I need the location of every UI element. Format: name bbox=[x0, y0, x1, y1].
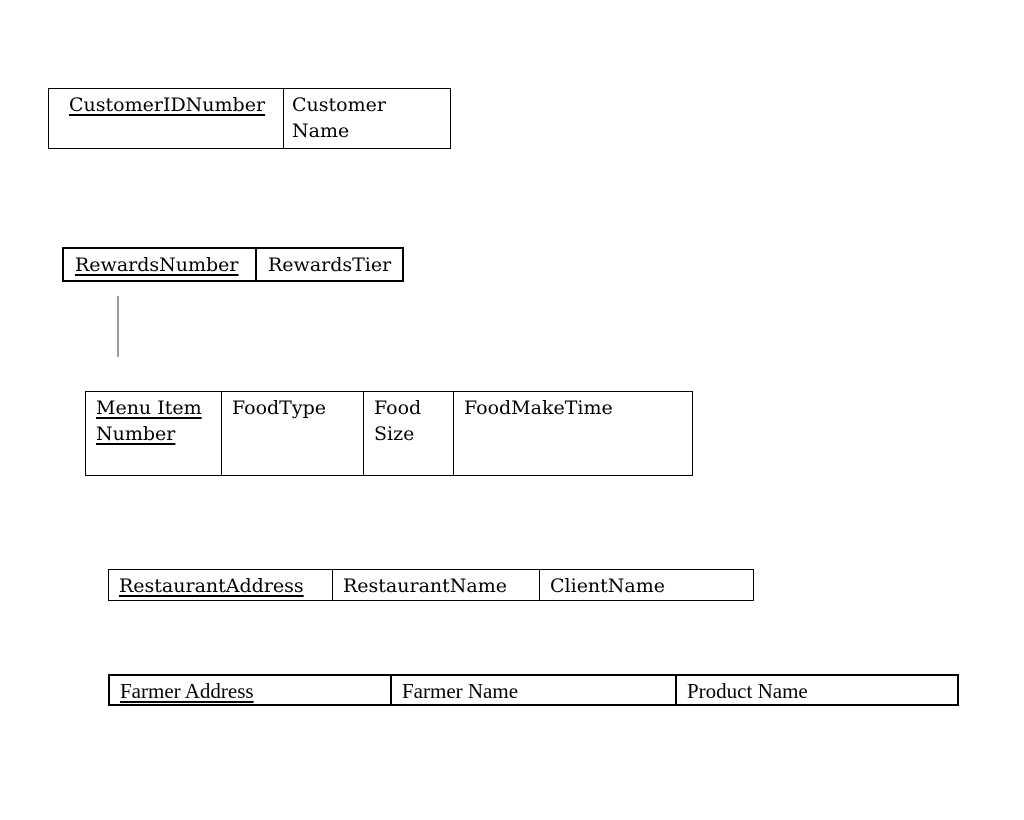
cell-farmer-name: Farmer Name bbox=[390, 674, 677, 706]
table-row: RestaurantAddress RestaurantName ClientN… bbox=[108, 569, 754, 601]
cell-restaurant-address: RestaurantAddress bbox=[108, 569, 333, 601]
cell-customer-id-number: CustomerIDNumber bbox=[48, 88, 284, 149]
farmer-table: Farmer Address Farmer Name Product Name bbox=[108, 674, 959, 706]
menu-item-table: Menu Item Number FoodType Food Size Food… bbox=[85, 391, 693, 476]
rewards-connector-line bbox=[117, 296, 119, 357]
cell-menu-item-number: Menu Item Number bbox=[85, 391, 222, 476]
table-row: Menu Item Number FoodType Food Size Food… bbox=[85, 391, 693, 476]
cell-product-name: Product Name bbox=[675, 674, 959, 706]
cell-farmer-address: Farmer Address bbox=[108, 674, 392, 706]
cell-rewards-tier: RewardsTier bbox=[255, 247, 404, 282]
cell-client-name: ClientName bbox=[539, 569, 754, 601]
cell-food-type: FoodType bbox=[221, 391, 364, 476]
cell-food-size: Food Size bbox=[363, 391, 454, 476]
cell-restaurant-name: RestaurantName bbox=[332, 569, 540, 601]
restaurant-table: RestaurantAddress RestaurantName ClientN… bbox=[108, 569, 754, 601]
table-row: Farmer Address Farmer Name Product Name bbox=[108, 674, 959, 706]
table-row: RewardsNumber RewardsTier bbox=[62, 247, 404, 282]
table-row: CustomerIDNumber Customer Name bbox=[48, 88, 451, 149]
customer-table: CustomerIDNumber Customer Name bbox=[48, 88, 451, 149]
cell-customer-name: Customer Name bbox=[283, 88, 451, 149]
cell-rewards-number: RewardsNumber bbox=[62, 247, 257, 282]
cell-food-make-time: FoodMakeTime bbox=[453, 391, 693, 476]
rewards-table: RewardsNumber RewardsTier bbox=[62, 247, 404, 282]
